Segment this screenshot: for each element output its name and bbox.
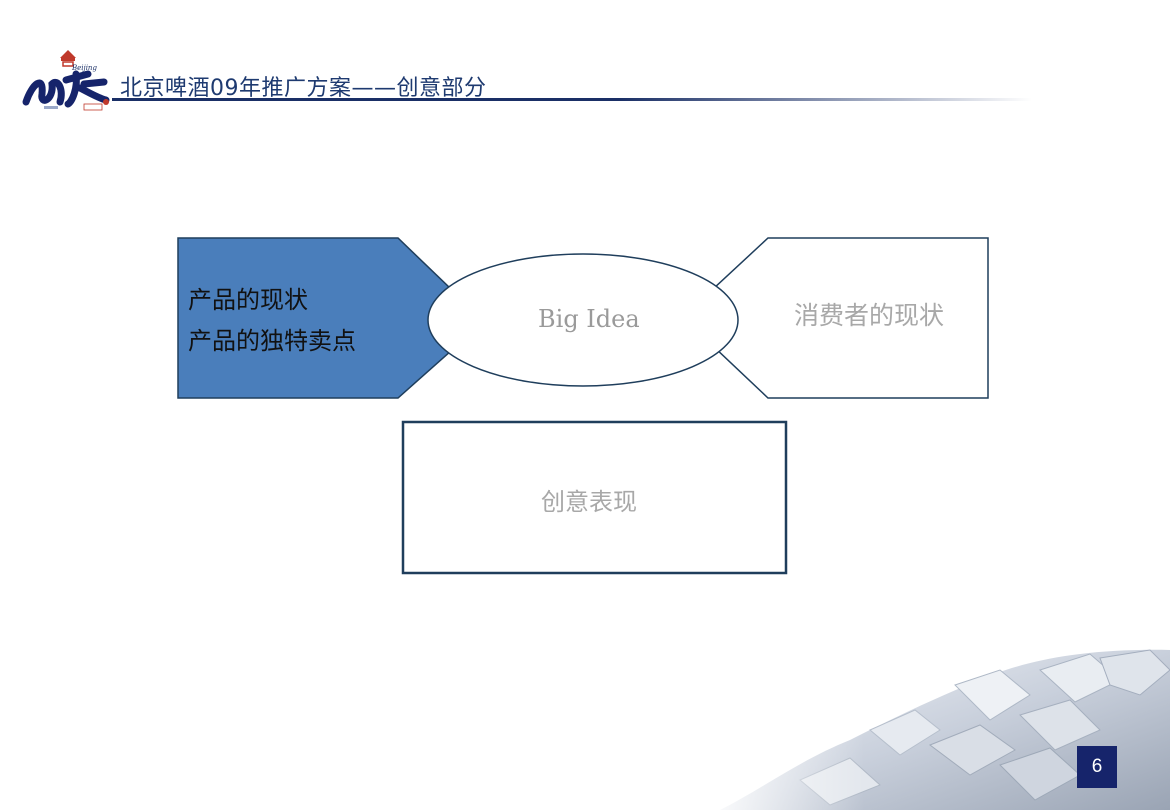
svg-text:Beijing: Beijing bbox=[71, 64, 97, 72]
consumer-label: 消费者的现状 bbox=[794, 301, 945, 330]
slide-title: 北京啤酒09年推广方案——创意部分 bbox=[120, 76, 487, 101]
big-idea-label: Big Idea bbox=[538, 305, 640, 333]
product-status-text: 产品的现状 bbox=[188, 286, 308, 314]
product-usp-text: 产品的独特卖点 bbox=[188, 327, 356, 355]
ice-cubes-decoration bbox=[700, 640, 1170, 810]
title-underline bbox=[112, 98, 1032, 101]
page-number-badge: 6 bbox=[1077, 746, 1117, 788]
product-label: 产品的现状 产品的独特卖点 bbox=[188, 280, 356, 362]
creative-box bbox=[401, 420, 788, 575]
creative-label: 创意表现 bbox=[541, 488, 637, 516]
big-idea-ellipse bbox=[427, 253, 739, 387]
slide-header: Beijing 北京啤酒09年推广方案——创意部分 bbox=[0, 0, 1170, 120]
beijing-beer-logo: Beijing bbox=[22, 50, 110, 111]
